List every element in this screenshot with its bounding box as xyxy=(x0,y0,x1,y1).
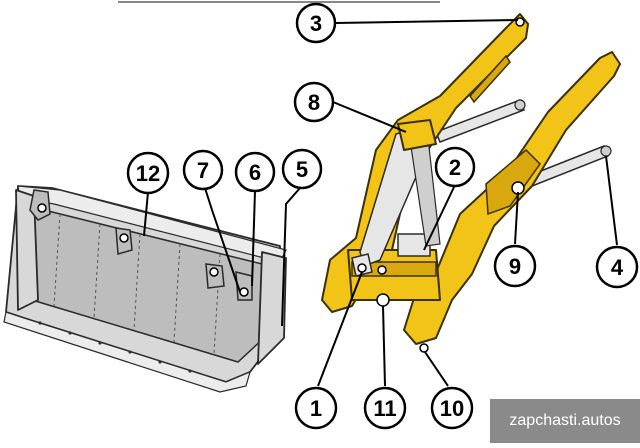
callout-7: 7 xyxy=(182,149,224,191)
callout-5: 5 xyxy=(281,148,323,190)
pin-10 xyxy=(419,343,429,353)
svg-text:9: 9 xyxy=(509,254,521,279)
callout-1: 1 xyxy=(294,386,338,430)
callout-11: 11 xyxy=(363,386,407,430)
callout-3: 3 xyxy=(295,2,337,44)
svg-text:1: 1 xyxy=(310,396,322,421)
callout-6: 6 xyxy=(234,151,276,193)
svg-text:10: 10 xyxy=(440,396,464,421)
svg-text:3: 3 xyxy=(310,11,322,36)
svg-text:2: 2 xyxy=(449,155,461,180)
callout-2: 2 xyxy=(434,146,476,188)
right-arm xyxy=(403,51,621,345)
tilt-linkage xyxy=(351,119,441,277)
bucket xyxy=(3,185,287,393)
svg-text:5: 5 xyxy=(296,157,308,182)
pin-1 xyxy=(357,263,367,273)
watermark: zapchasti.autos xyxy=(490,399,640,443)
pin-1b xyxy=(377,265,387,275)
svg-text:7: 7 xyxy=(197,158,209,183)
svg-text:8: 8 xyxy=(308,90,320,115)
svg-text:11: 11 xyxy=(373,396,396,421)
pin-11 xyxy=(376,293,390,307)
watermark-text: zapchasti.autos xyxy=(509,412,621,429)
callout-8: 8 xyxy=(293,81,335,123)
callout-4: 4 xyxy=(595,245,639,289)
svg-text:4: 4 xyxy=(611,255,624,280)
callout-12: 12 xyxy=(126,151,170,195)
callout-10: 10 xyxy=(430,386,474,430)
svg-text:12: 12 xyxy=(136,161,160,186)
callout-9: 9 xyxy=(493,244,537,288)
svg-text:6: 6 xyxy=(249,160,261,185)
leader-lines xyxy=(143,19,618,387)
